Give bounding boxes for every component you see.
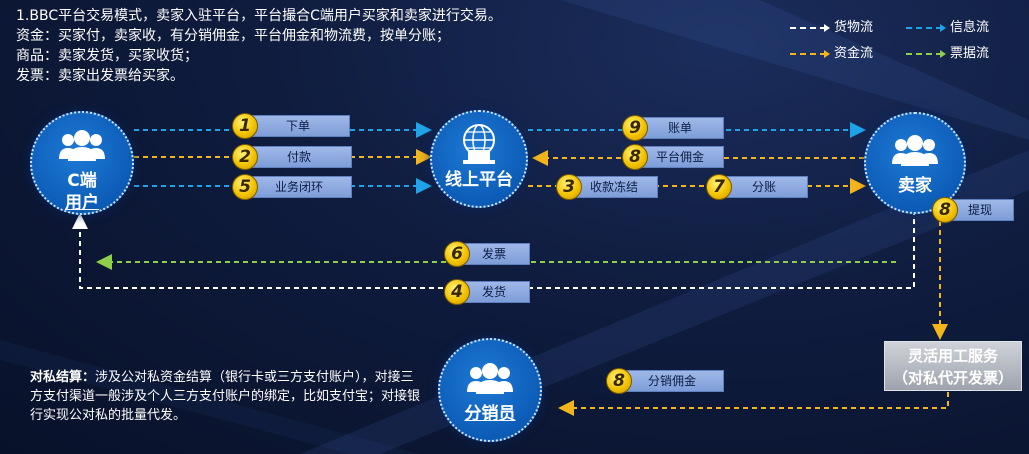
goods-flow-line-icon xyxy=(790,23,830,32)
globe-laptop-icon xyxy=(463,124,495,164)
step-number-badge: 8 xyxy=(606,368,632,394)
step-number-badge: 9 xyxy=(622,115,648,141)
step-number-badge: 3 xyxy=(556,174,582,200)
distributor-label-text: 分销员 xyxy=(464,404,516,424)
users-icon xyxy=(892,135,938,166)
flex-service-line-1: 灵活用工服务 xyxy=(907,347,998,365)
private-settlement-note: 对私结算：涉及公对私资金结算（银行卡或三方支付账户），对接三方支付渠道一般涉及个… xyxy=(30,368,422,425)
distributor-label: 分销员 xyxy=(440,404,540,424)
step-label: 收款冻结 xyxy=(570,176,658,198)
step-number-badge: 8 xyxy=(622,144,648,170)
intro-text: 1.BBC平台交易模式，卖家入驻平台，平台撮合C端用户买家和卖家进行交易。 资金… xyxy=(16,6,502,86)
funds-flow-line-icon xyxy=(790,49,830,58)
users-icon xyxy=(467,363,513,394)
distributor-node: 分销员 xyxy=(438,338,542,442)
step-label: 发票 xyxy=(458,243,530,265)
users-icon xyxy=(59,130,105,161)
seller-label: 卖家 xyxy=(898,176,932,196)
legend-goods: 货物流 xyxy=(790,16,873,35)
seller-node: 卖家 xyxy=(864,112,966,214)
step-number-badge: 1 xyxy=(232,113,258,139)
step-label: 平台佣金 xyxy=(636,146,724,168)
step-label: 发货 xyxy=(458,281,530,303)
step-label: 业务闭环 xyxy=(246,176,352,198)
arrow-distribution xyxy=(558,392,949,416)
flex-employment-service-box: 灵活用工服务 （对私代开发票） xyxy=(884,341,1022,391)
settlement-title: 对私结算： xyxy=(30,370,96,385)
legend-info: 信息流 xyxy=(906,16,989,35)
step-number-badge: 4 xyxy=(444,279,470,305)
legend-invoice-label: 票据流 xyxy=(950,46,990,61)
step-number-badge: 5 xyxy=(232,174,258,200)
step-label: 提现 xyxy=(946,199,1014,221)
buyer-label-2: 用户 xyxy=(32,193,132,213)
intro-line-3: 商品：卖家发货，买家收货； xyxy=(16,48,198,64)
step-label: 账单 xyxy=(636,117,724,139)
flex-service-line-2: （对私代开发票） xyxy=(892,369,1013,387)
intro-line-1: 1.BBC平台交易模式，卖家入驻平台，平台撮合C端用户买家和卖家进行交易。 xyxy=(16,8,502,24)
step-label: 分账 xyxy=(720,176,808,198)
step-number-badge: 8 xyxy=(932,197,958,223)
step-number-badge: 7 xyxy=(706,174,732,200)
legend-invoice: 票据流 xyxy=(906,42,989,61)
step-number-badge: 2 xyxy=(232,144,258,170)
intro-line-4: 发票：卖家出发票给买家。 xyxy=(16,68,184,84)
info-flow-line-icon xyxy=(906,23,946,32)
platform-node: 线上平台 xyxy=(430,110,528,208)
settlement-text: 涉及公对私资金结算（银行卡或三方支付账户），对接三方支付渠道一般涉及个人三方支付… xyxy=(30,370,421,423)
step-number-badge: 6 xyxy=(444,241,470,267)
legend-goods-label: 货物流 xyxy=(834,20,874,35)
legend-funds-label: 资金流 xyxy=(834,46,874,61)
legend-funds: 资金流 xyxy=(790,42,873,61)
buyer-label-2-text: 用户 xyxy=(65,193,99,213)
intro-line-2: 资金：买家付，卖家收，有分销佣金，平台佣金和物流费，按单分账； xyxy=(16,28,450,44)
invoice-flow-line-icon xyxy=(906,49,946,58)
step-label: 付款 xyxy=(246,146,352,168)
buyer-label-1: C端 xyxy=(67,171,97,191)
legend-info-label: 信息流 xyxy=(950,20,990,35)
platform-label: 线上平台 xyxy=(445,170,513,190)
step-label: 分销佣金 xyxy=(620,370,724,392)
buyer-node: C端 用户 xyxy=(30,111,134,215)
step-label: 下单 xyxy=(246,115,350,137)
